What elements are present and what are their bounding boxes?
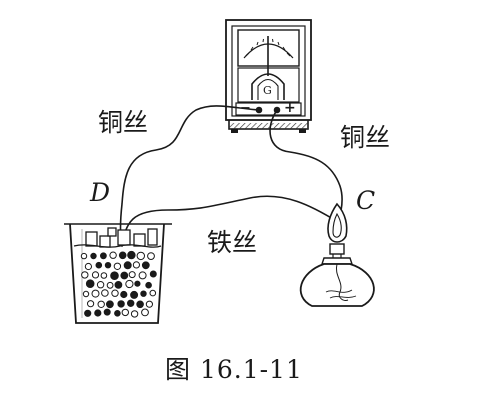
alcohol-lamp	[299, 202, 375, 307]
water-bead	[82, 290, 90, 298]
water-bead	[114, 281, 123, 289]
water-bead	[136, 251, 146, 261]
water-bead	[103, 308, 111, 316]
label-terminal-plus: +	[284, 100, 296, 116]
water-bead	[149, 289, 157, 297]
water-bead	[125, 279, 134, 289]
label-iron-wire: 铁丝	[207, 228, 258, 257]
water-bead	[91, 289, 100, 298]
water-bead	[117, 300, 125, 308]
water-bead	[120, 271, 129, 280]
label-galvanometer-g: G	[263, 84, 272, 97]
water-bead	[85, 279, 95, 289]
water-bead	[147, 252, 155, 261]
water-bead	[149, 270, 157, 278]
label-junction-d: D	[90, 178, 111, 207]
water-bead	[94, 309, 102, 317]
water-bead	[100, 252, 107, 260]
water-bead	[123, 261, 132, 270]
water-bead	[132, 261, 140, 269]
water-bead	[140, 290, 147, 297]
flame	[327, 202, 348, 243]
terminal-bar	[235, 102, 302, 116]
ice-cube	[133, 233, 146, 247]
water-bead	[127, 299, 135, 307]
label-terminal-minus: −	[240, 101, 251, 116]
water-bead	[141, 261, 150, 270]
label-copper-wire-right: 铜丝	[340, 123, 391, 152]
water-bead	[84, 262, 93, 271]
ice-water	[80, 250, 157, 318]
water-bead	[130, 310, 139, 318]
water-bead	[120, 290, 128, 299]
water-bead	[111, 289, 119, 297]
water-bead	[128, 271, 136, 279]
label-junction-c: C	[356, 186, 376, 215]
water-bead	[145, 281, 152, 289]
ice-cube	[85, 231, 98, 247]
copper-wire-right	[269, 109, 343, 223]
water-bead	[104, 262, 112, 269]
water-bead	[84, 309, 92, 317]
water-bead	[80, 252, 88, 260]
water-bead	[141, 308, 149, 317]
ice-cube	[117, 229, 131, 246]
water-bead	[97, 300, 105, 308]
water-bead	[81, 271, 89, 279]
water-bead	[109, 251, 117, 259]
beaker	[64, 223, 172, 324]
ice-cube	[99, 235, 111, 248]
water-bead	[96, 281, 105, 289]
water-bead	[136, 300, 144, 309]
water-bead	[127, 250, 136, 260]
water-bead	[101, 289, 109, 297]
water-bead	[138, 271, 147, 280]
water-bead	[95, 261, 103, 269]
water-bead	[130, 290, 139, 299]
ice-cube	[107, 227, 117, 237]
copper-wire-left	[119, 105, 260, 247]
water-bead	[113, 262, 122, 270]
water-bead	[106, 281, 114, 289]
water-bead	[121, 308, 130, 317]
ice-cube	[147, 228, 158, 246]
label-copper-wire-left: 铜丝	[98, 108, 149, 137]
water-bead	[90, 252, 97, 260]
figure-caption: 图 16.1-11	[165, 355, 303, 384]
water-bead	[134, 280, 141, 287]
iron-wire	[121, 195, 339, 247]
water-bead	[106, 300, 114, 309]
water-bead	[114, 310, 121, 317]
ice-cubes	[85, 227, 158, 248]
water-bead	[118, 251, 127, 260]
water-bead	[145, 300, 153, 308]
galvanometer	[225, 19, 312, 133]
water-bead	[110, 271, 119, 281]
water-bead	[100, 272, 108, 279]
water-bead	[87, 300, 95, 308]
water-bead	[91, 271, 100, 279]
